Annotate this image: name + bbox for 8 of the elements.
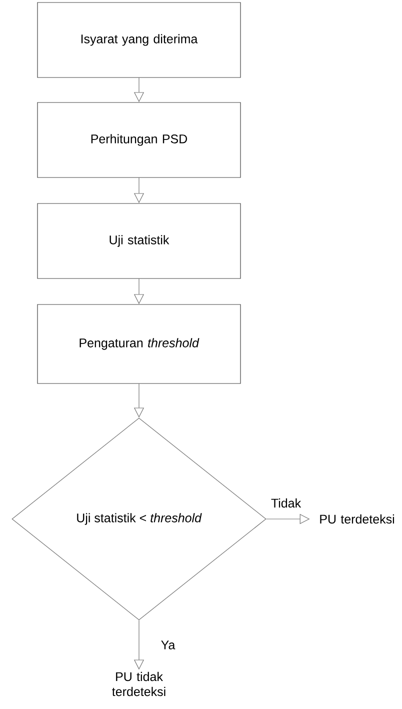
- edge-label: Ya: [160, 640, 176, 650]
- edge-label: Tidak: [270, 497, 302, 509]
- outcome-text: PU tidak terdeteksi: [112, 672, 166, 696]
- process-box: Isyarat yang diterima: [37, 2, 241, 78]
- process-box: Uji statistik: [37, 203, 241, 279]
- process-box: Pengaturan threshold: [37, 304, 241, 384]
- outcome-text: PU terdeteksi: [320, 514, 394, 524]
- process-box: Perhitungan PSD: [37, 102, 241, 178]
